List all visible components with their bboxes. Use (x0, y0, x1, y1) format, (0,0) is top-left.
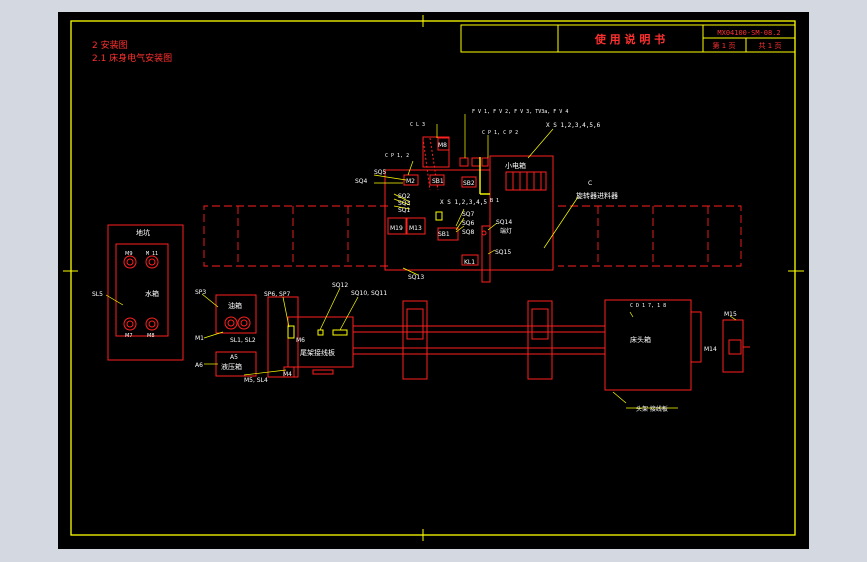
label-m19: M19 (390, 225, 403, 232)
label-sq14: SQ14 (496, 219, 512, 226)
label-rotary-feeder: 旋转器进料器 (576, 191, 618, 200)
label-sb1: SB1 (432, 178, 444, 185)
label-m9: M9 (125, 251, 133, 257)
tailstock-assembly (267, 296, 750, 391)
label-m7: M7 (125, 333, 133, 339)
label-m14: M14 (704, 346, 717, 353)
label-fv: F V 1, F V 2, F V 3, TV3a, F V 4 (472, 109, 568, 115)
label-sq1: SQ1 (398, 207, 411, 214)
label-handle: 端灯 (500, 227, 512, 235)
leader-lines (105, 114, 737, 409)
drawing-canvas: 使 用 说 明 书 MX04100-SM-08.2 第 1 页 共 1 页 2 … (58, 12, 809, 549)
label-sq3: SQ3 (398, 200, 411, 207)
label-sq7: SQ7 (462, 211, 475, 218)
label-xs-top: X S 1,2,3,4,5,6 (546, 122, 601, 129)
label-m15: M15 (724, 311, 737, 318)
label-sl12: SL1, SL2 (230, 337, 256, 344)
label-sq4: SQ4 (355, 178, 368, 185)
electrical-installation-diagram: 使 用 说 明 书 MX04100-SM-08.2 第 1 页 共 1 页 2 … (63, 15, 804, 541)
label-sq10-sq11: SQ10, SQ11 (351, 290, 387, 297)
label-a5: A5 (230, 354, 238, 361)
label-m6: M6 (296, 337, 305, 344)
label-small-box: 小电箱 (505, 161, 526, 170)
label-sp6-sp7: SP6, SP7 (264, 291, 290, 298)
section-heading: 2 安装图 (92, 39, 128, 51)
sp-switch-marker (287, 325, 295, 339)
label-cd: C D 1 7, 1 8 (630, 303, 666, 309)
label-cp12: C P 1, 2 (385, 153, 409, 159)
label-tailstock-plate: 尾架接线板 (300, 348, 335, 357)
label-sq8: SQ8 (462, 229, 475, 236)
label-sq15: SQ15 (495, 249, 511, 256)
label-sq6: SQ6 (462, 220, 475, 227)
label-sb-mid: SB1 (438, 231, 450, 238)
label-oil-tank: 油箱 (228, 301, 242, 310)
label-headstock-plate: 头架 接线板 (636, 405, 668, 413)
pit-assembly (107, 224, 184, 361)
label-m11: M 11 (146, 251, 158, 257)
label-sq13: SQ13 (408, 274, 424, 281)
label-sq5: SQ5 (374, 169, 387, 176)
label-c: C (588, 180, 592, 187)
label-tank: 水箱 (145, 289, 159, 298)
sq10-marker (332, 329, 348, 336)
label-kl1: KL1 (464, 259, 475, 266)
doc-title: 使 用 说 明 书 (594, 32, 665, 46)
drawing-frame (70, 20, 796, 536)
label-m1: M1 (195, 335, 204, 342)
label-pit: 地坑 (136, 228, 150, 237)
subsection-heading: 2.1 床身电气安装图 (92, 52, 172, 64)
label-cp-pair: C P 1, C P 2 (482, 130, 518, 136)
drawing-number: MX04100-SM-08.2 (717, 29, 780, 37)
label-b1: B 1 (490, 198, 499, 204)
label-sp3: SP3 (195, 289, 206, 296)
title-block: 使 用 说 明 书 MX04100-SM-08.2 第 1 页 共 1 页 (460, 24, 796, 53)
label-headstock-box: 床头箱 (630, 335, 651, 344)
label-a6: A6 (195, 362, 203, 369)
label-sl5: SL5 (92, 291, 103, 298)
label-hydraulic-box: 液压箱 (221, 362, 242, 371)
label-m8-top: M8 (438, 142, 447, 149)
label-sq2: SQ2 (398, 193, 411, 200)
component-labels: C L 3 F V 1, F V 2, F V 3, TV3a, F V 4 C… (92, 109, 737, 413)
sq12-marker (317, 329, 324, 336)
label-m4: M4 (283, 371, 292, 378)
page-number: 第 1 页 (713, 41, 736, 50)
label-sb2: SB2 (463, 180, 475, 187)
xs-marker (435, 211, 443, 221)
label-xs-mid: X S 1,2,3,4,5 (440, 199, 487, 206)
total-pages: 共 1 页 (759, 41, 782, 50)
label-m5-sl4: M5, SL4 (244, 377, 268, 384)
label-m13: M13 (409, 225, 422, 232)
label-sq12: SQ12 (332, 282, 348, 289)
label-cl3: C L 3 (410, 122, 425, 128)
label-m2: M2 (406, 178, 415, 185)
bed-outline (203, 205, 742, 267)
label-m8-pit: M8 (147, 333, 155, 339)
